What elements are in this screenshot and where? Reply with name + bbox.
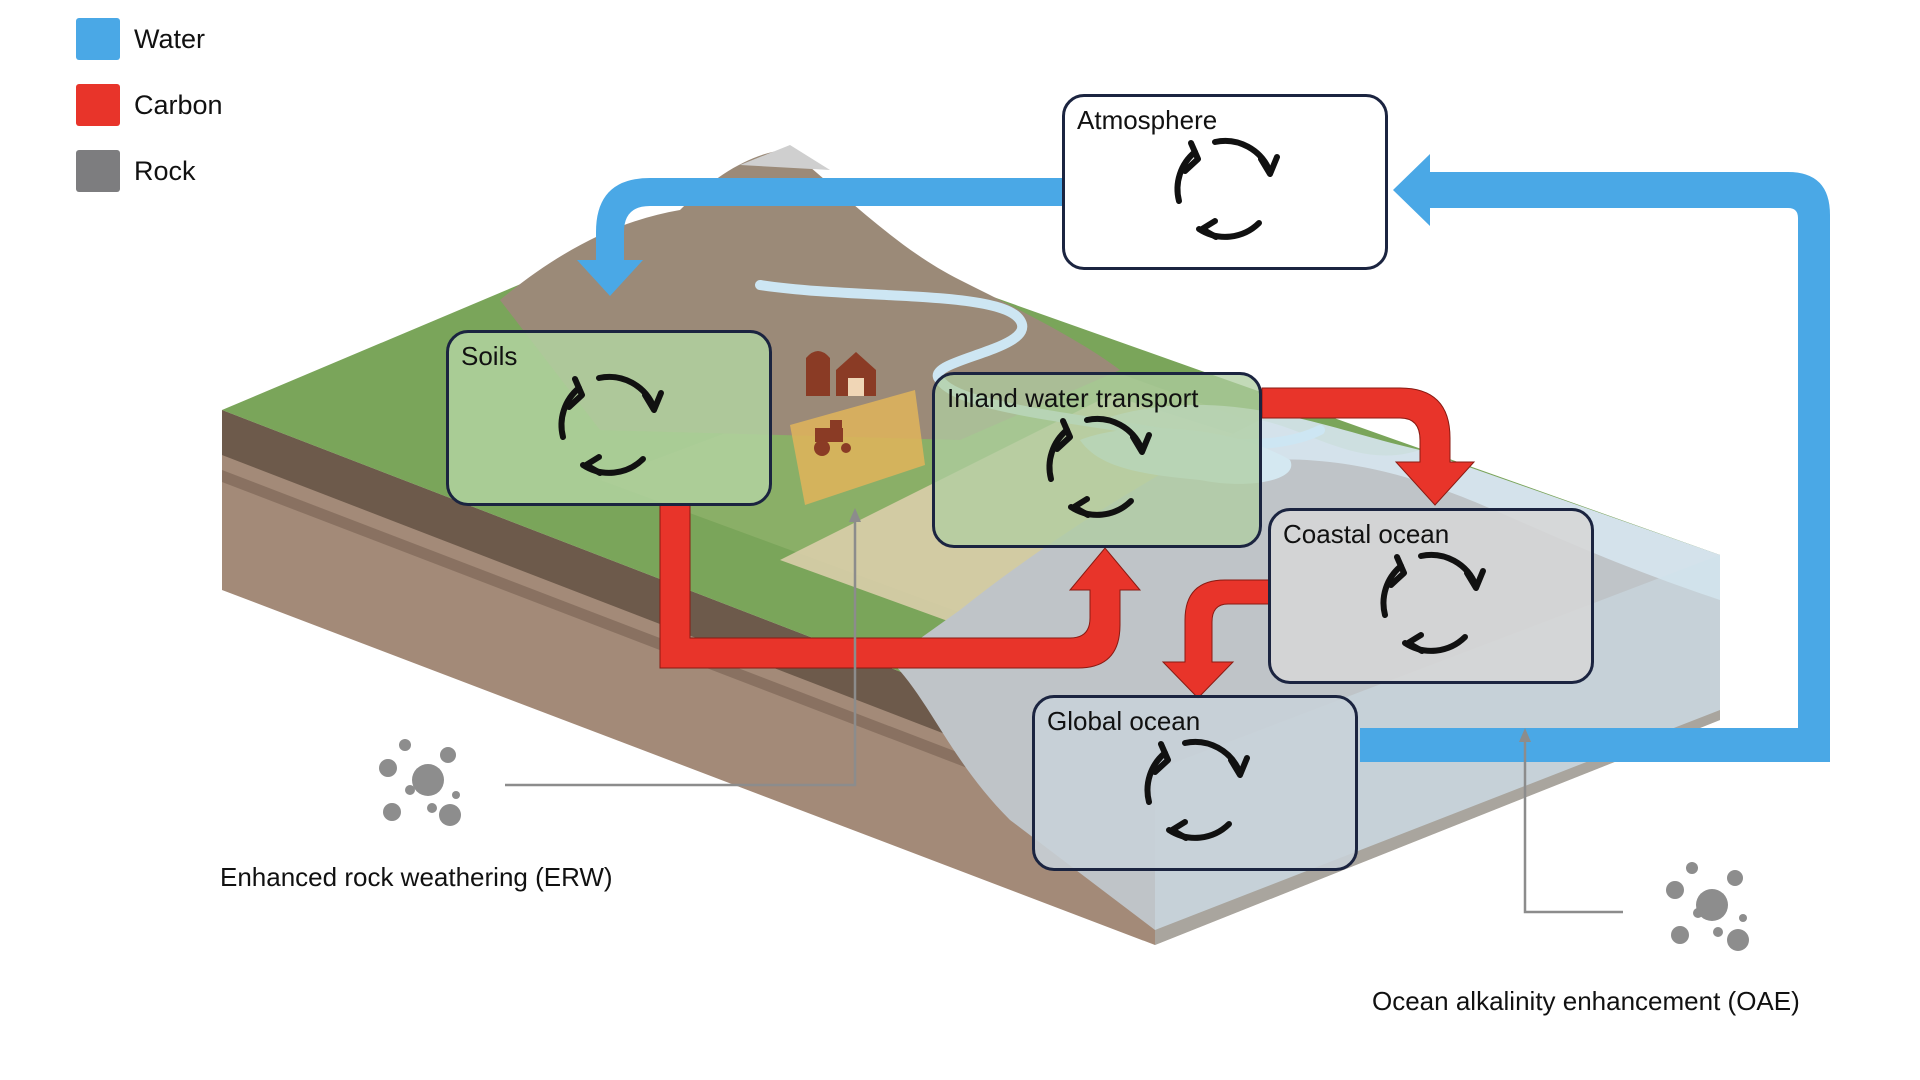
carbon-swatch	[76, 84, 120, 126]
atmosphere-box: Atmosphere	[1062, 94, 1388, 270]
rock-particles-icon	[379, 739, 461, 826]
water-flow-arrows	[577, 154, 1830, 762]
erw-caption: Enhanced rock weathering (ERW)	[220, 862, 613, 892]
legend-label-water: Water	[134, 24, 206, 54]
inland-water-title: Inland water transport	[947, 383, 1199, 413]
oae-caption: Ocean alkalinity enhancement (OAE)	[1372, 986, 1800, 1016]
inland-water-box: Inland water transport	[932, 372, 1262, 548]
cycle-arrows-icon	[1165, 129, 1285, 249]
legend-label-rock: Rock	[134, 156, 196, 186]
crop-field	[790, 390, 925, 505]
soils-box: Soils	[446, 330, 772, 506]
cycle-arrows-icon	[1135, 730, 1255, 850]
cycle-arrows-icon	[549, 365, 669, 485]
cycle-arrows-icon	[1037, 407, 1157, 527]
carbon-flow-arrows	[659, 387, 1476, 699]
global-ocean-box: Global ocean	[1032, 695, 1358, 871]
tractor-icon	[814, 420, 851, 456]
rock-swatch	[76, 150, 120, 192]
annotation-leaders	[505, 520, 1623, 914]
erw-pointer-icon	[849, 508, 861, 522]
oae-pointer-icon	[1519, 728, 1531, 742]
rock-particles-icon	[1666, 862, 1749, 951]
cycle-arrows-icon	[1371, 543, 1491, 663]
coastal-ocean-box: Coastal ocean	[1268, 508, 1594, 684]
barn-icon	[806, 351, 876, 396]
coastal-ocean-title: Coastal ocean	[1283, 519, 1450, 549]
global-ocean-title: Global ocean	[1047, 706, 1201, 736]
legend-label-carbon: Carbon	[134, 90, 223, 120]
soils-title: Soils	[461, 341, 518, 371]
water-swatch	[76, 18, 120, 60]
atmosphere-title: Atmosphere	[1077, 105, 1218, 135]
